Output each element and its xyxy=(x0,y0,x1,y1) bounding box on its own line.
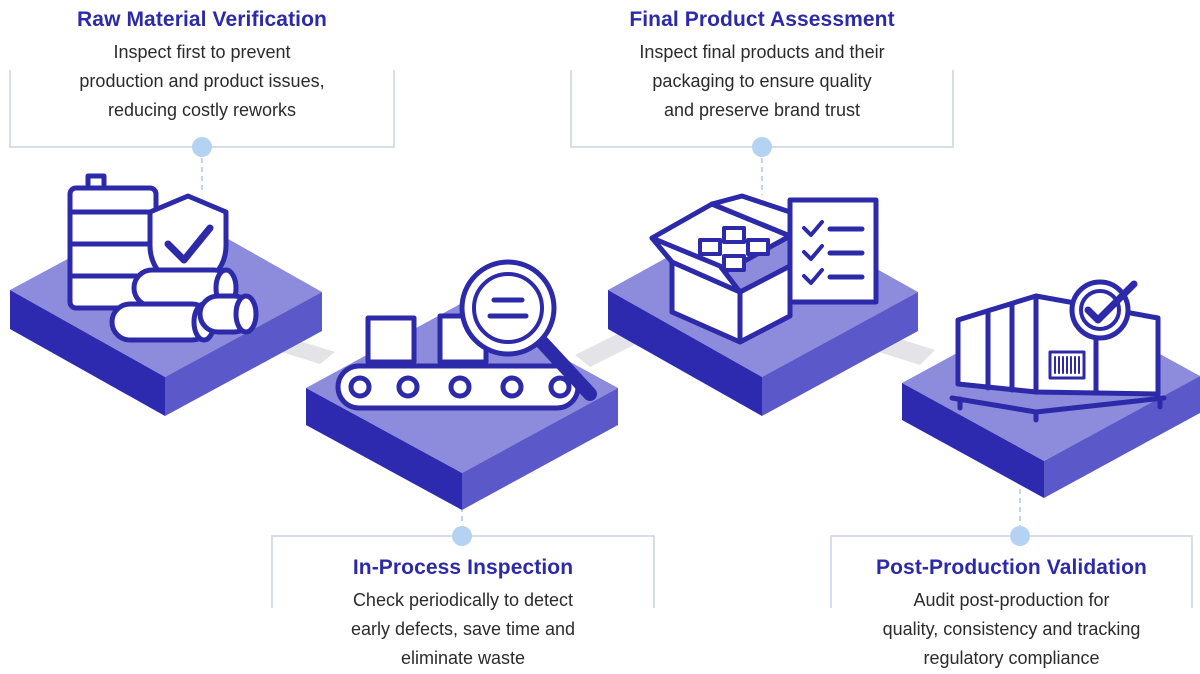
stage-description: Inspect final products and their packagi… xyxy=(639,42,885,120)
stage-title: In-Process Inspection xyxy=(352,556,574,579)
dot-post-production xyxy=(1010,526,1030,546)
dot-in-process xyxy=(452,526,472,546)
stage-description: Inspect first to prevent production and … xyxy=(79,42,325,120)
dot-final-product xyxy=(752,137,772,157)
stage-title: Post-Production Validation xyxy=(876,556,1147,579)
barrels-shield-check-icon xyxy=(67,173,259,343)
conveyor-magnifier-icon xyxy=(335,259,597,411)
connector-2-3 xyxy=(575,330,640,367)
stage-description: Check periodically to detect early defec… xyxy=(350,590,576,668)
dot-raw-material xyxy=(192,137,212,157)
stage-description: Audit post-production for quality, consi… xyxy=(882,590,1141,668)
box-checklist-icon xyxy=(649,193,879,345)
pallet-audit-icon xyxy=(949,279,1167,423)
callout-raw-material: Raw Material Verification Inspect first … xyxy=(10,8,394,125)
callout-final-product: Final Product Assessment Inspect final p… xyxy=(571,8,953,125)
callout-post-production: Post-Production Validation Audit post-pr… xyxy=(831,556,1192,673)
stage-title: Raw Material Verification xyxy=(77,8,327,31)
anchor-dots xyxy=(192,137,1030,546)
callout-in-process: In-Process Inspection Check periodically… xyxy=(272,556,654,673)
stage-title: Final Product Assessment xyxy=(629,8,895,31)
